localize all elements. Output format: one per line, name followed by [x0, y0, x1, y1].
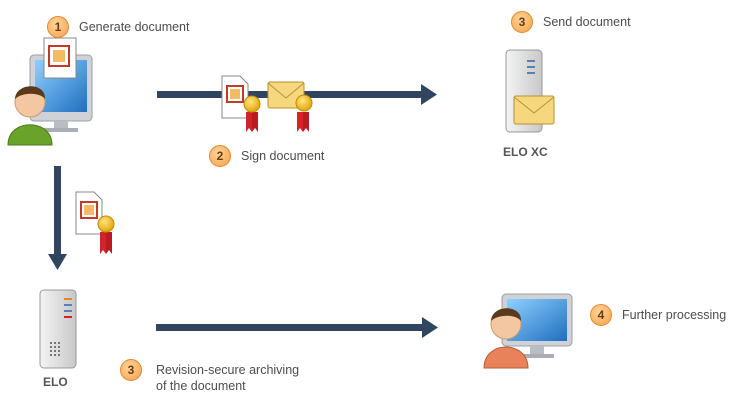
- signed-document-archive-icon: [75, 191, 115, 254]
- elo-server-icon: [39, 289, 77, 369]
- step-label: Further processing: [622, 308, 727, 322]
- step-generate: 1 Generate document: [47, 16, 190, 38]
- processing-workstation-icon: [483, 293, 573, 369]
- step-number-badge: 3: [120, 359, 142, 381]
- step-label-line2: of the document: [156, 379, 246, 393]
- arrow-down-to-elo: [48, 166, 67, 270]
- step-archive: 3 Revision-secure archiving of the docum…: [120, 359, 299, 394]
- elo-xc-label: ELO XC: [503, 145, 548, 159]
- step-send: 3 Send document: [511, 11, 631, 33]
- step-label: Revision-secure archiving of the documen…: [156, 362, 299, 394]
- step-number-badge: 2: [209, 145, 231, 167]
- step-number-badge: 3: [511, 11, 533, 33]
- elo-label: ELO: [43, 375, 68, 389]
- step-label: Send document: [543, 15, 631, 29]
- signed-document-icon: [221, 75, 261, 132]
- step-label: Sign document: [241, 149, 325, 163]
- signed-envelope-icon: [267, 81, 313, 132]
- step-number-badge: 4: [590, 304, 612, 326]
- step-label-line1: Revision-secure archiving: [156, 363, 300, 377]
- step-sign: 2 Sign document: [209, 145, 324, 167]
- step-label: Generate document: [79, 20, 190, 34]
- step-number-badge: 1: [47, 16, 69, 38]
- step-further: 4 Further processing: [590, 304, 726, 326]
- arrow-elo-to-processing: [156, 317, 438, 338]
- user-workstation-icon: [7, 37, 93, 146]
- elo-xc-server-icon: [505, 49, 555, 133]
